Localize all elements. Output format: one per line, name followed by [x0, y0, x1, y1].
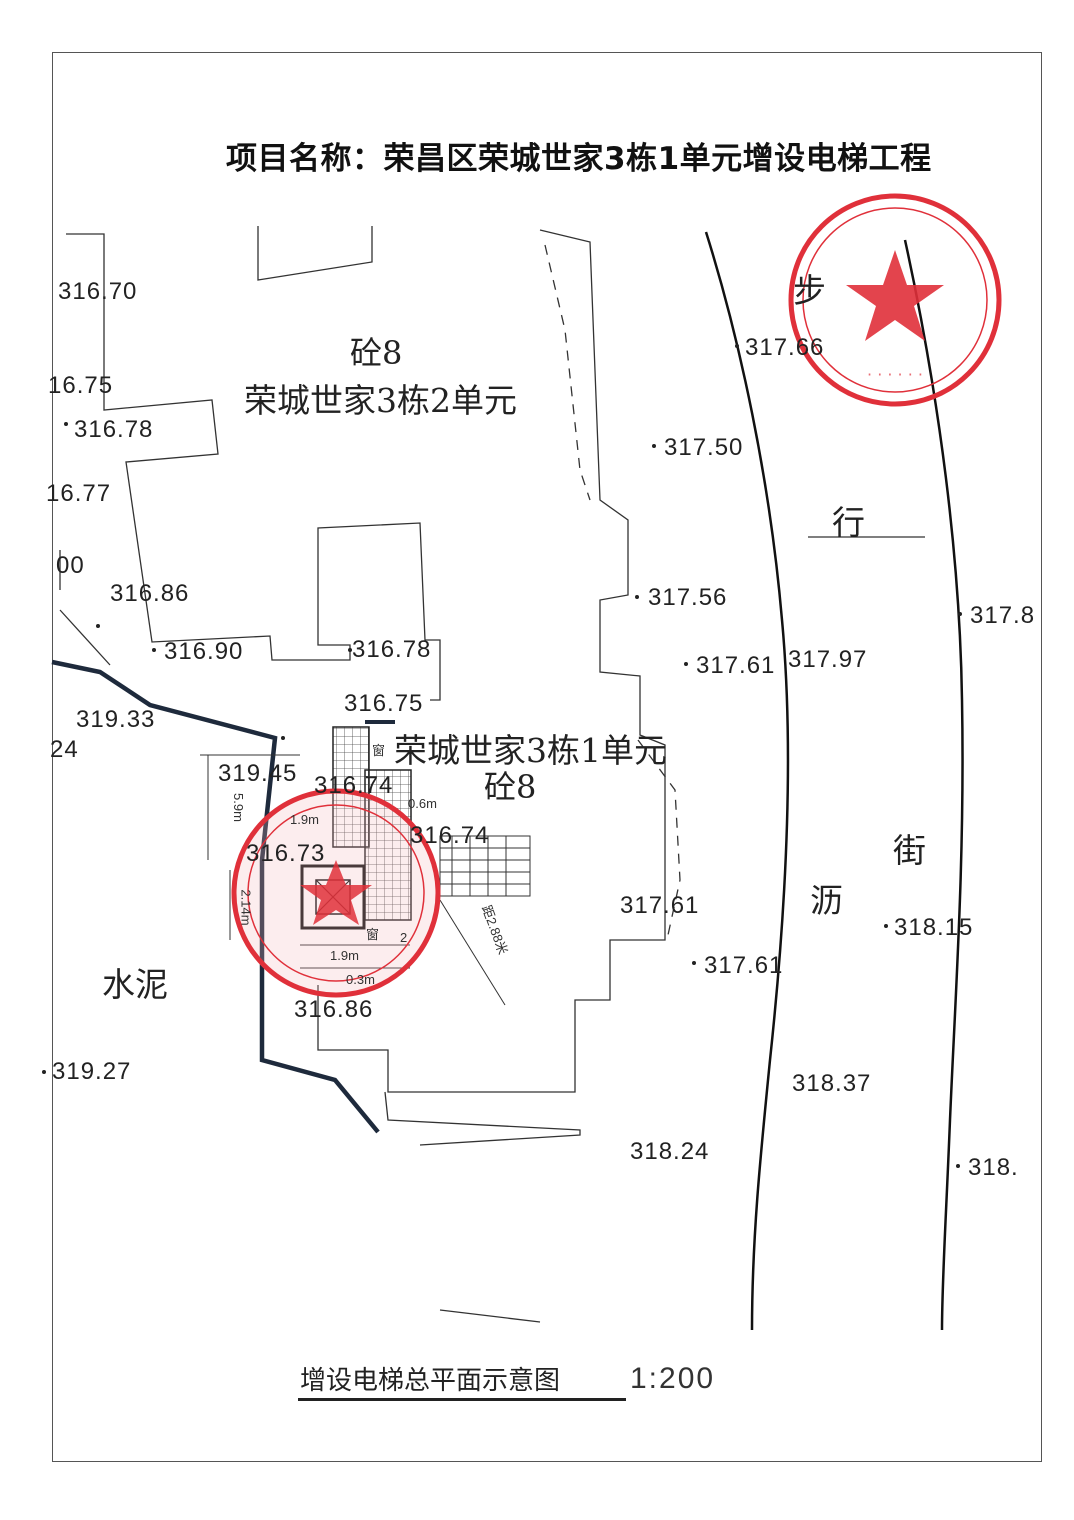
elevation-label: 316.74: [410, 822, 490, 849]
street-char-1: 步: [793, 271, 826, 310]
cement-area-label: 水泥: [102, 965, 168, 1004]
seal-ring-outer: [788, 193, 1002, 407]
dimension-label: 1.9m: [290, 812, 319, 827]
elevation-label: 24: [50, 736, 79, 763]
elevation-label: 317.50: [664, 434, 744, 461]
street-curve-right: [903, 239, 964, 1331]
elevation-label: 316.75: [344, 690, 424, 717]
existing-stairs: [439, 835, 531, 897]
unit2-notch: [257, 226, 373, 281]
seal-ring-inner: [802, 207, 988, 393]
elevation-label: 00: [56, 552, 85, 579]
elevation-label: 317.61: [620, 892, 700, 919]
unit2-name-label: 荣城世家3栋2单元: [244, 381, 517, 420]
company-seal-top: · · · · · ·: [788, 193, 1002, 407]
unit1-name-label: 荣城世家3栋1单元: [394, 731, 667, 770]
path-edge: [384, 1091, 581, 1146]
dimension-label: 0.6m: [408, 796, 437, 811]
street-char-3: 街: [893, 831, 926, 870]
elevation-label: 318.24: [630, 1138, 710, 1165]
company-seal-bottom: [231, 788, 441, 998]
lower-tick: [439, 1309, 541, 1323]
elevation-label: 317.8: [970, 602, 1036, 629]
elevation-label: 318.37: [792, 1070, 872, 1097]
unit1-outline: [317, 229, 666, 1093]
unit2-outline: [66, 233, 441, 701]
dimension-label: 1.9m: [330, 948, 359, 963]
svg-text:· · · · · ·: · · · · · ·: [867, 365, 923, 384]
elevation-label: 319.33: [76, 706, 156, 733]
elevation-label: 316.86: [110, 580, 190, 607]
elevation-label: 317.97: [788, 646, 868, 673]
sheet-border: [52, 52, 1042, 1462]
elevation-label: 316.74: [314, 772, 394, 799]
elevation-label: 317.61: [696, 652, 776, 679]
elevation-label: 319.27: [52, 1058, 132, 1085]
elevation-label: 317.66: [745, 334, 825, 361]
dimension-label: 0.3m: [346, 972, 375, 987]
elevation-label: 16.77: [46, 480, 112, 507]
unit2-material-label: 砼8: [350, 334, 403, 372]
elevation-label: 317.61: [704, 952, 784, 979]
elevation-label: 316.90: [164, 638, 244, 665]
elevation-label: 318.15: [894, 914, 974, 941]
dimension-label: 5.9m: [230, 793, 246, 822]
elevation-dots: [42, 344, 962, 1168]
elevation-label: 316.78: [352, 636, 432, 663]
elevation-label: 16.75: [48, 372, 114, 399]
dimension-label: 2: [400, 930, 408, 945]
project-title: 项目名称：荣昌区荣城世家3栋1单元增设电梯工程: [226, 141, 932, 177]
elevation-label: 318.: [968, 1154, 1019, 1181]
street-char-2: 行: [832, 503, 865, 542]
caption-underline: [298, 1398, 626, 1401]
dimension-label: 2.14m: [238, 889, 254, 926]
corridor-shaft: [332, 726, 370, 848]
seal-ring-inner-b: [247, 804, 425, 982]
elevation-label: 317.56: [648, 584, 728, 611]
elevation-label: 316.86: [294, 996, 374, 1023]
property-boundary: [51, 659, 380, 1134]
street-curves: [704, 231, 964, 1331]
drawing-caption: 增设电梯总平面示意图: [300, 1366, 561, 1396]
street-curve-left: [704, 231, 790, 1331]
seal-star-top: [846, 250, 944, 341]
dimension-lines: [200, 754, 410, 969]
left-diagonal: [59, 609, 111, 666]
distance-leader: [439, 899, 506, 1006]
unit1-material-label: 砼8: [484, 768, 537, 806]
dashed-balcony-upper: [544, 244, 591, 501]
elevator-shaft: [300, 864, 366, 930]
elevation-label: 316.70: [58, 278, 138, 305]
stair-landing: [364, 769, 412, 921]
drawing-scale: 1:200: [630, 1362, 716, 1395]
window-label: 窗: [366, 927, 380, 942]
elevation-label: 319.45: [218, 760, 298, 787]
elevation-label: 316.78: [74, 416, 154, 443]
elevation-label: 316.73: [246, 840, 326, 867]
elevator-addition: [200, 726, 531, 1006]
building-outlines: [59, 226, 925, 1323]
dashed-balcony-lower: [637, 739, 681, 936]
asphalt-label: 沥: [810, 881, 843, 920]
window-label: 窗: [372, 743, 386, 758]
seal-star-bottom: [300, 860, 372, 925]
